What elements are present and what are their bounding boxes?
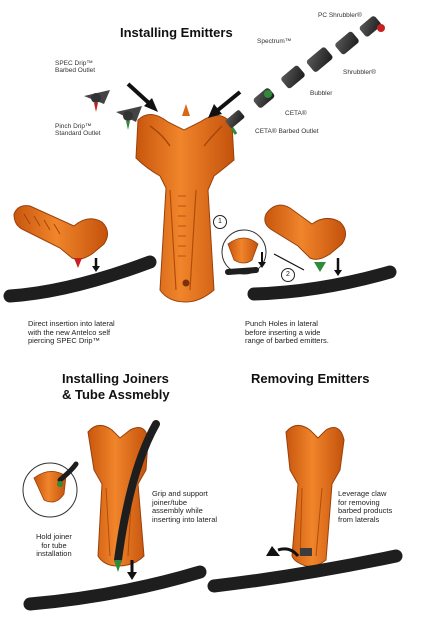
caption-hold-joiner: Hold joiner for tube installation xyxy=(36,532,72,559)
step-number-2: 2 xyxy=(281,268,295,282)
caption-line: Hold joiner xyxy=(36,532,72,541)
main-insertion-tool xyxy=(135,104,235,303)
joiner-tool xyxy=(23,420,207,611)
label-pinch-drip-line1: Pinch Drip™ xyxy=(55,123,92,130)
caption-line: assembly while xyxy=(152,506,203,516)
caption-line: Punch Holes in lateral xyxy=(245,319,318,328)
caption-line: joiner/tube xyxy=(152,497,188,507)
label-pinch-drip: Pinch Drip™ Standard Outlet xyxy=(55,123,101,138)
direct-insertion-tool xyxy=(3,205,157,303)
caption-line: range of barbed emitters. xyxy=(245,336,329,346)
caption-line: with the new Antelco self xyxy=(28,327,111,337)
heading-tube-assembly: & Tube Assmebly xyxy=(62,387,170,402)
heading-installing-emitters: Installing Emitters xyxy=(120,25,233,40)
label-spec-drip-line1: SPEC Drip™ xyxy=(55,60,93,67)
joiner-detail-inset xyxy=(22,461,79,518)
label-ceta-barbed: CETA® Barbed Outlet xyxy=(255,128,319,135)
caption-line: inserting into lateral xyxy=(152,514,218,524)
punch-hole-tool xyxy=(247,204,397,301)
label-pc-shrubbler: PC Shrubbler® xyxy=(318,12,362,19)
label-pinch-drip-line2: Standard Outlet xyxy=(55,130,101,138)
step-number-1: 1 xyxy=(213,215,227,229)
label-shrubbler: Shrubbler® xyxy=(343,69,376,76)
emitter-chain xyxy=(225,16,385,135)
caption-line: before inserting a wide xyxy=(245,327,321,337)
caption-line: Grip and support xyxy=(152,489,208,498)
caption-line: for tube xyxy=(41,540,67,550)
caption-line: from laterals xyxy=(338,514,380,524)
caption-line: Leverage claw xyxy=(338,489,387,498)
label-bubbler: Bubbler xyxy=(310,90,333,97)
punch-detail-inset xyxy=(221,229,305,275)
removing-tool xyxy=(207,425,403,593)
label-spec-drip-line2: Barbed Outlet xyxy=(55,67,96,75)
spec-drip-emitter xyxy=(84,90,110,112)
heading-installing-joiners: Installing Joiners xyxy=(62,371,169,386)
insert-arrows xyxy=(126,82,242,118)
caption-line: installation xyxy=(36,549,72,559)
caption-direct-insertion: Direct insertion into lateral with the n… xyxy=(28,319,115,346)
caption-grip-support: Grip and support joiner/tube assembly wh… xyxy=(152,489,218,525)
caption-leverage-claw: Leverage claw for removing barbed produc… xyxy=(338,489,393,525)
label-spec-drip: SPEC Drip™ Barbed Outlet xyxy=(55,60,95,75)
label-ceta: CETA® xyxy=(285,110,307,117)
caption-line: piercing SPEC Drip™ xyxy=(28,336,101,346)
caption-line: barbed products xyxy=(338,506,393,516)
caption-punch-holes: Punch Holes in lateral before inserting … xyxy=(245,319,329,346)
caption-line: Direct insertion into lateral xyxy=(28,319,115,328)
label-spectrum: Spectrum™ xyxy=(257,38,292,45)
pinch-drip-emitter xyxy=(116,106,142,130)
caption-line: for removing xyxy=(338,497,380,507)
heading-removing-emitters: Removing Emitters xyxy=(251,371,370,386)
